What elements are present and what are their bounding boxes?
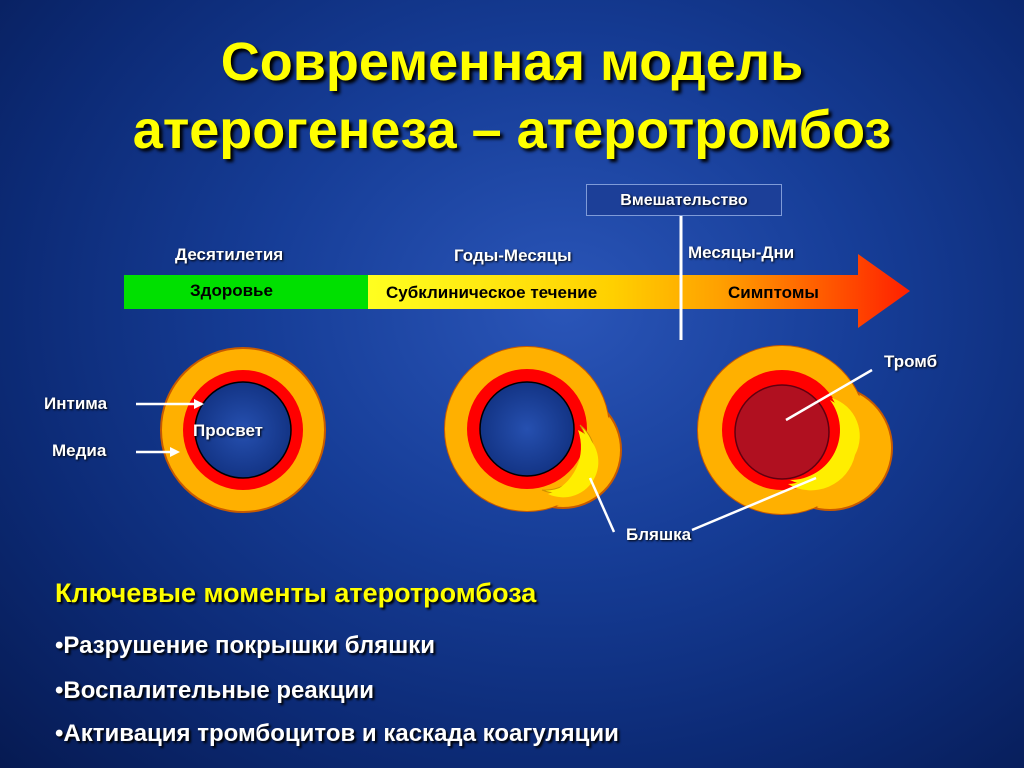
- page-title-line-2: атерогенеза – атеротромбоз: [132, 100, 892, 160]
- artery-healthy: [160, 347, 326, 513]
- plaque-pointer: [588, 477, 616, 533]
- intima-label: Интима: [44, 394, 108, 413]
- plaque-label: Бляшка: [626, 525, 692, 544]
- key-point-item: •Активация тромбоцитов и каскада коагуля…: [55, 720, 619, 747]
- stage-symptoms: Симптомы: [728, 283, 819, 302]
- health-bar-segment: [124, 275, 368, 309]
- thrombus-shape: [734, 384, 830, 480]
- key-point-item: •Разрушение покрышки бляшки: [55, 632, 435, 659]
- thrombus-label: Тромб: [884, 352, 938, 371]
- period-months-days: Месяцы-Дни: [688, 243, 795, 262]
- media-label: Медиа: [52, 441, 107, 460]
- period-years-months: Годы-Месяцы: [454, 246, 572, 265]
- page-title-line-1: Современная модель: [220, 32, 804, 92]
- stage-subclinical: Субклиническое течение: [386, 283, 598, 302]
- thrombus-pointer: [785, 368, 873, 422]
- artery-with-thrombus: [697, 345, 893, 515]
- period-decades: Десятилетия: [175, 245, 284, 264]
- key-points-heading: Ключевые моменты атеротромбоза: [55, 578, 537, 608]
- lumen-label: Просвет: [193, 421, 264, 440]
- intervention-label: Вмешательство: [586, 184, 782, 216]
- key-point-item: •Воспалительные реакции: [55, 677, 375, 704]
- stage-health: Здоровье: [190, 281, 273, 300]
- progression-arrow: [368, 254, 910, 328]
- plaque-pointer-2: [691, 476, 817, 532]
- artery-with-plaque: [444, 346, 622, 512]
